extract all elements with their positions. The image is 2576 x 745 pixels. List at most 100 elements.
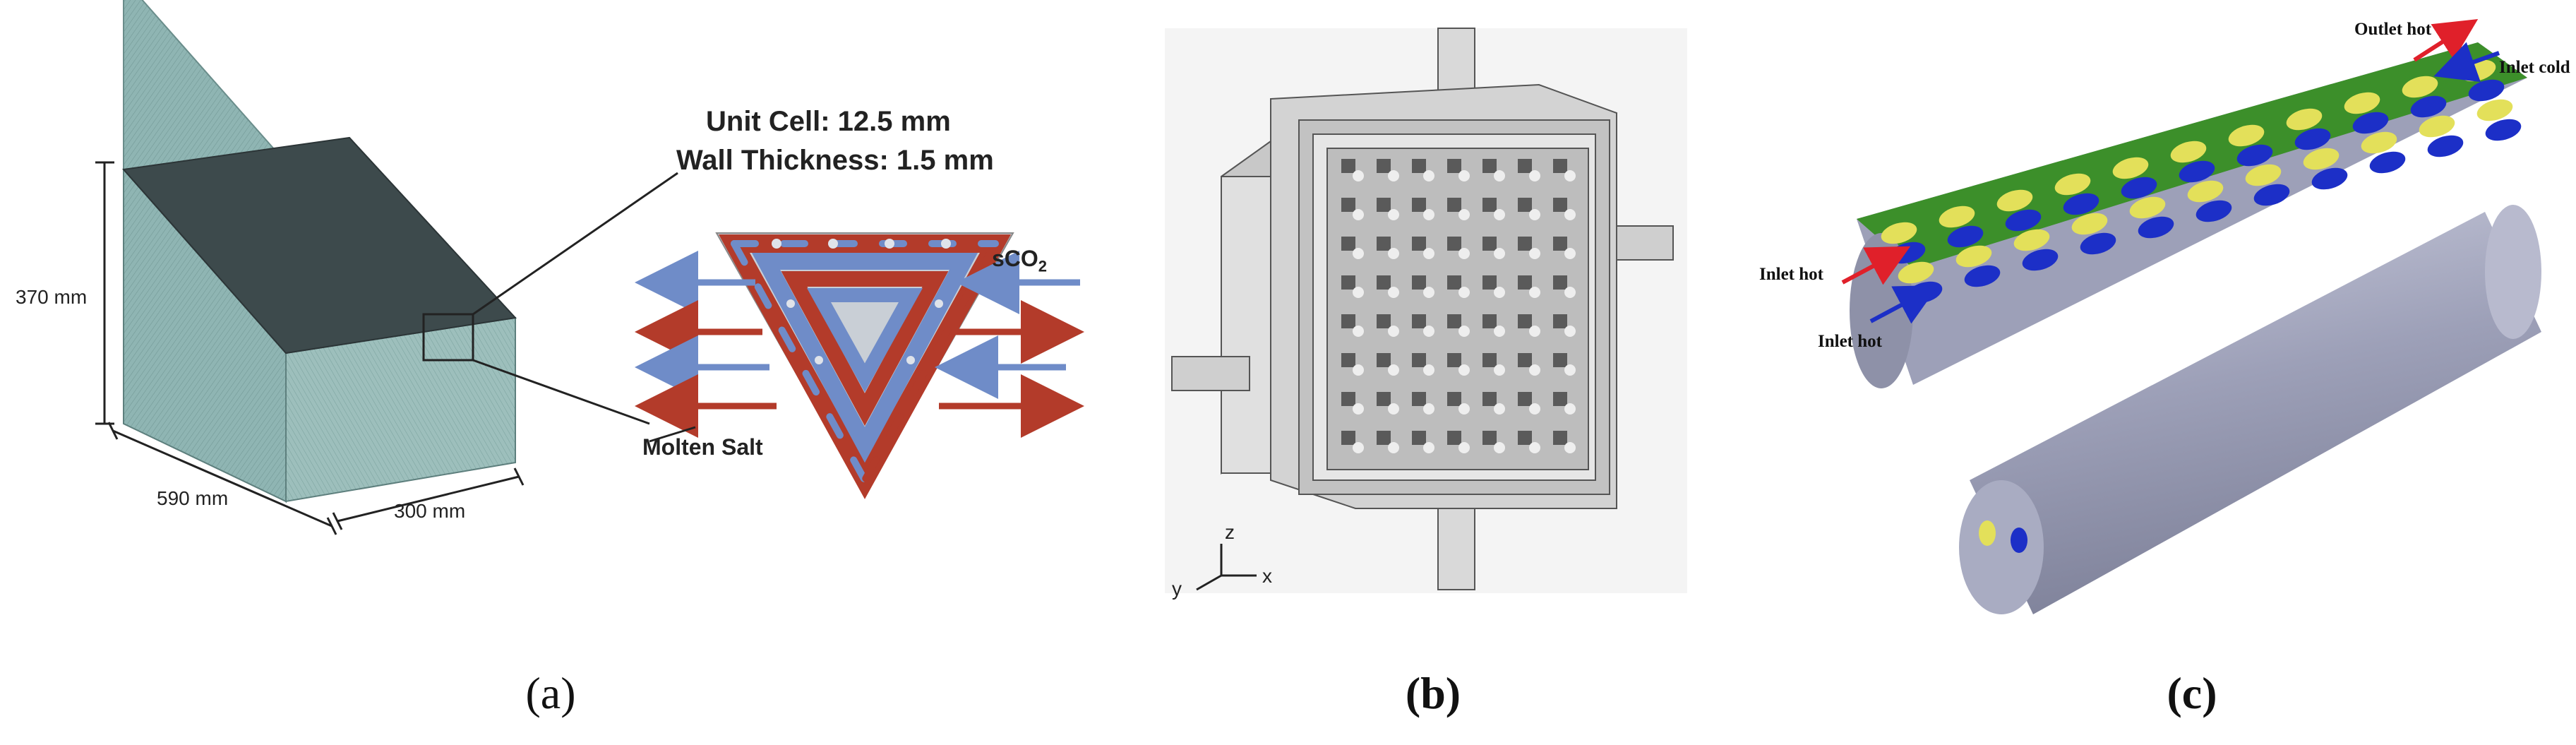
- lattice-node: [1447, 275, 1461, 290]
- height-dimension: 370 mm: [16, 286, 88, 308]
- tpms-blob: [2121, 177, 2157, 199]
- lattice-node: [1377, 237, 1391, 251]
- lattice-void: [1564, 364, 1576, 376]
- lattice-void: [1529, 442, 1540, 453]
- flow-arrows-c: [1841, 19, 2500, 324]
- panel-b-drawing: [1165, 28, 1687, 593]
- lattice-void: [1353, 170, 1364, 181]
- lattice-node: [1377, 314, 1391, 328]
- tpms-blob: [2303, 148, 2340, 170]
- lattice-node: [1377, 159, 1391, 173]
- tpms-blob: [2476, 99, 2513, 121]
- lattice-node: [1412, 314, 1426, 328]
- caption-b: (b): [1405, 668, 1461, 718]
- lattice-node: [1341, 237, 1355, 251]
- tpms-blob: [2294, 128, 2331, 150]
- lattice-void: [1423, 170, 1434, 181]
- lattice-node: [1341, 159, 1355, 173]
- tpms-blob: [2253, 184, 2290, 206]
- lattice-node: [1412, 159, 1426, 173]
- unit-cell-label: Unit Cell: 12.5 mm: [706, 106, 951, 137]
- lattice-node: [1412, 392, 1426, 406]
- lattice-void: [1458, 209, 1470, 220]
- tpms-blob: [2080, 232, 2116, 255]
- lattice-node: [1482, 431, 1497, 445]
- panel-c: Outlet hot Inlet cold Inlet hot Inlet ho…: [1737, 0, 2576, 745]
- lattice-void: [1423, 364, 1434, 376]
- axis-z-label: z: [1225, 521, 1235, 543]
- lattice-node: [1341, 198, 1355, 212]
- lattice-node: [1553, 314, 1567, 328]
- lattice-node: [1518, 198, 1532, 212]
- tpms-blob: [2352, 112, 2389, 134]
- lattice-void: [1353, 326, 1364, 337]
- tpms-blob: [1955, 245, 1992, 268]
- lattice-void: [1494, 403, 1505, 415]
- tpms-blob: [2361, 131, 2397, 154]
- panel-a: 370 mm 590 mm 300 mm Unit Cell: 12.5 mm …: [0, 0, 1101, 745]
- lattice-node: [1447, 198, 1461, 212]
- lattice-node: [1412, 198, 1426, 212]
- tpms-blob: [2369, 151, 2406, 174]
- lattice-node: [1518, 275, 1532, 290]
- zoom-callout: [422, 172, 678, 425]
- tpms-blob: [2485, 119, 2522, 141]
- lattice-node: [1412, 237, 1426, 251]
- panel-b: z y x (b): [1158, 0, 1708, 745]
- sco2-label: sCO2: [992, 246, 1048, 275]
- lattice-void: [1423, 326, 1434, 337]
- lattice-void: [1494, 442, 1505, 453]
- caption-a: (a): [525, 668, 576, 718]
- tpms-blob: [2286, 108, 2323, 131]
- lattice-node: [1341, 431, 1355, 445]
- lattice-void: [1529, 209, 1540, 220]
- lattice-node: [1377, 198, 1391, 212]
- lattice-void: [1388, 326, 1399, 337]
- lattice-node: [1553, 353, 1567, 367]
- axis-y-label: y: [1172, 578, 1182, 600]
- lattice-void: [1388, 442, 1399, 453]
- lattice-void: [1388, 364, 1399, 376]
- lattice-node: [1447, 392, 1461, 406]
- wall-thickness-label: Wall Thickness: 1.5 mm: [676, 145, 994, 176]
- lattice-void: [1494, 287, 1505, 298]
- lattice-void: [1564, 209, 1576, 220]
- lattice-node: [1553, 198, 1567, 212]
- lattice-void: [1529, 287, 1540, 298]
- tpms-blob: [1996, 189, 2033, 212]
- lattice-void: [1458, 248, 1470, 259]
- tpms-blob: [2187, 180, 2224, 203]
- lattice-node: [1412, 275, 1426, 290]
- coordinate-axes: [1196, 544, 1257, 591]
- tpms-blob: [2228, 124, 2265, 147]
- tpms-blob: [2344, 92, 2380, 114]
- lattice-node: [1518, 431, 1532, 445]
- lattice-void: [1423, 403, 1434, 415]
- lattice-node: [1482, 275, 1497, 290]
- tpms-blob: [2427, 135, 2464, 157]
- lattice-node: [1518, 237, 1532, 251]
- lattice-node: [1482, 159, 1497, 173]
- lattice-node: [1377, 431, 1391, 445]
- panel-a-drawing: [95, 0, 1084, 535]
- lattice-void: [1423, 209, 1434, 220]
- lattice-void: [1529, 248, 1540, 259]
- tpms-blob: [2402, 76, 2438, 98]
- lattice-void: [1494, 248, 1505, 259]
- lattice-node: [1553, 392, 1567, 406]
- caption-c: (c): [2167, 668, 2217, 718]
- lattice-node: [1553, 159, 1567, 173]
- lattice-node: [1518, 353, 1532, 367]
- lattice-node: [1377, 275, 1391, 290]
- tpms-blob: [1881, 222, 1917, 244]
- lattice-void: [1529, 403, 1540, 415]
- lattice-node: [1447, 431, 1461, 445]
- tpms-blob: [2170, 141, 2207, 163]
- lattice-node: [1518, 392, 1532, 406]
- tpms-blob: [2179, 160, 2215, 183]
- lattice-void: [1353, 209, 1364, 220]
- tpms-channels: [1881, 59, 2522, 304]
- lattice-void: [1494, 209, 1505, 220]
- lattice-void: [1564, 442, 1576, 453]
- tpms-blob: [2063, 193, 2099, 215]
